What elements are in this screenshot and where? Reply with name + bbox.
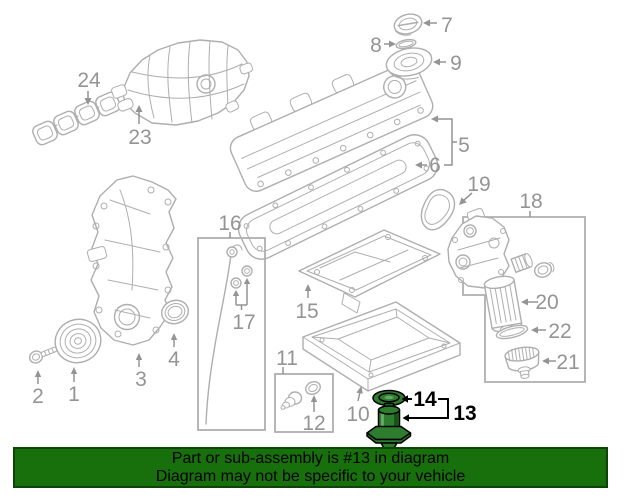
- part-14-seal-highlighted: [372, 389, 406, 407]
- callout-1: 1: [68, 383, 80, 406]
- part-13-highlighted-part: [366, 402, 412, 449]
- part-3-front-cover: [86, 175, 177, 346]
- callout-24: 24: [77, 69, 101, 92]
- part-9-filler-neck: [385, 47, 433, 80]
- part-24-intake-gaskets: [32, 91, 121, 146]
- callout-14: 14: [413, 388, 437, 411]
- housing-plug: [533, 261, 555, 278]
- callout-4: 4: [168, 348, 180, 371]
- callout-8: 8: [370, 34, 382, 57]
- part-18-filter-housing-box: [447, 207, 586, 383]
- highlight-banner: Part or sub-assembly is #13 in diagram D…: [13, 447, 608, 488]
- callout-18: 18: [519, 190, 542, 213]
- housing-bushing: [510, 252, 533, 274]
- part-5-valve-cover: [229, 62, 434, 192]
- part-15-upper-oil-pan: [298, 229, 441, 314]
- banner-line-2: Diagram may not be specific to your vehi…: [155, 467, 466, 485]
- callout-21: 21: [556, 351, 579, 374]
- callout-22: 22: [548, 320, 571, 343]
- part-2-pulley-bolt: [28, 346, 58, 364]
- part-16-dipstick-box: [197, 237, 266, 431]
- part-11-drain-plug-box: [274, 373, 334, 433]
- part-23-intake-manifold: [111, 39, 254, 126]
- callout-13: 13: [453, 402, 476, 425]
- callout-7: 7: [441, 14, 453, 37]
- callouts-highlighted: 14 13: [401, 388, 477, 425]
- callout-20: 20: [535, 291, 558, 314]
- callout-17: 17: [232, 311, 255, 334]
- part-12-plug-oring: [305, 381, 321, 395]
- callout-10: 10: [346, 403, 369, 426]
- callout-15: 15: [295, 300, 318, 323]
- callout-6: 6: [429, 154, 441, 177]
- part-6-valve-cover-gasket: [237, 134, 439, 260]
- part-7-oil-filler-cap: [393, 13, 423, 36]
- callout-23: 23: [128, 126, 151, 149]
- part-8-cap-seal: [395, 38, 417, 50]
- callout-5: 5: [458, 134, 470, 157]
- callout-3: 3: [135, 368, 147, 391]
- callout-12: 12: [302, 412, 325, 435]
- callout-19: 19: [467, 173, 490, 196]
- callouts-gray: 24 23 7 8 9 5 6 19 18 16 17 15 20 22 21: [32, 14, 580, 435]
- part-22-filter-cap-seal: [495, 324, 529, 340]
- part-19-gasket: [420, 188, 456, 231]
- oil-filter-housing: [447, 207, 510, 289]
- callout-16: 16: [218, 212, 241, 235]
- drain-plug-screw: [280, 391, 303, 410]
- part-21-filter-cap: [504, 346, 540, 379]
- banner-line-1: Part or sub-assembly is #13 in diagram: [171, 449, 450, 467]
- callout-9: 9: [450, 52, 462, 75]
- callout-2: 2: [32, 385, 44, 408]
- callout-11: 11: [276, 347, 298, 370]
- part-1-crankshaft-pulley: [54, 318, 102, 364]
- part-4-crankshaft-seal: [160, 299, 190, 325]
- part-10-oil-pan: [302, 301, 461, 392]
